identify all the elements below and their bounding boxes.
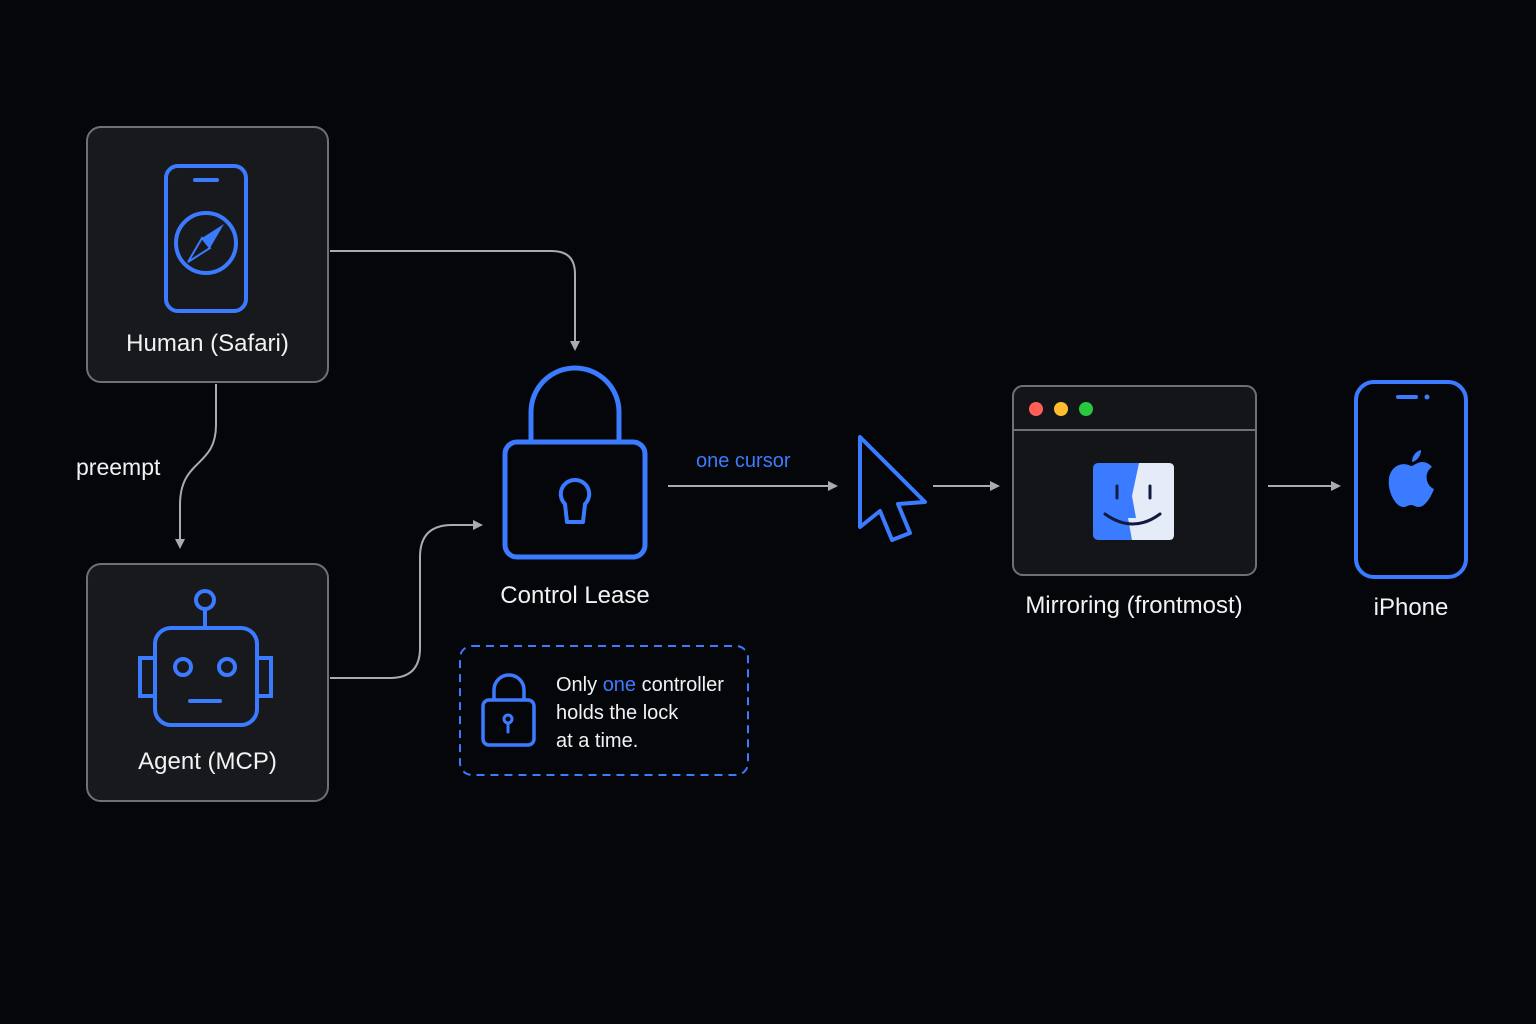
cursor-node[interactable] [858, 435, 927, 542]
note-box [459, 645, 749, 776]
agent-label: Agent (MCP) [138, 748, 277, 775]
iphone-label: iPhone [1373, 594, 1449, 621]
note-line-3: at a time. [556, 730, 639, 752]
note-text: Only one controller holds the lock at a … [556, 671, 724, 755]
lease-label: Control Lease [500, 582, 650, 609]
iphone-node[interactable] [1354, 380, 1468, 579]
cursor-icon [858, 435, 927, 542]
apple-iphone-icon [1354, 380, 1468, 579]
finder-window-icon [1093, 463, 1174, 540]
agent-node[interactable] [86, 563, 329, 802]
edge-human-to-lease [330, 250, 580, 351]
robot-icon [138, 589, 273, 727]
small-lock-icon [481, 673, 536, 747]
window-close-dot[interactable] [1029, 402, 1043, 416]
safari-phone-icon [164, 164, 248, 313]
one-cursor-edge-label: one cursor [696, 450, 791, 472]
edge-human-to-agent [175, 384, 217, 549]
lease-node[interactable] [502, 365, 648, 560]
edge-agent-to-lease [330, 520, 483, 679]
mirroring-label: Mirroring (frontmost) [1025, 592, 1243, 619]
preempt-edge-label: preempt [76, 454, 161, 480]
mirroring-node[interactable] [1012, 385, 1257, 576]
note-accent-word: one [602, 674, 637, 696]
window-zoom-dot[interactable] [1079, 402, 1093, 416]
note-line-2: holds the lock [556, 702, 679, 724]
human-node[interactable] [86, 126, 329, 383]
note-line-1: Only one controller [556, 674, 724, 696]
padlock-icon [502, 365, 648, 560]
window-minimize-dot[interactable] [1054, 402, 1068, 416]
human-label: Human (Safari) [126, 330, 289, 357]
